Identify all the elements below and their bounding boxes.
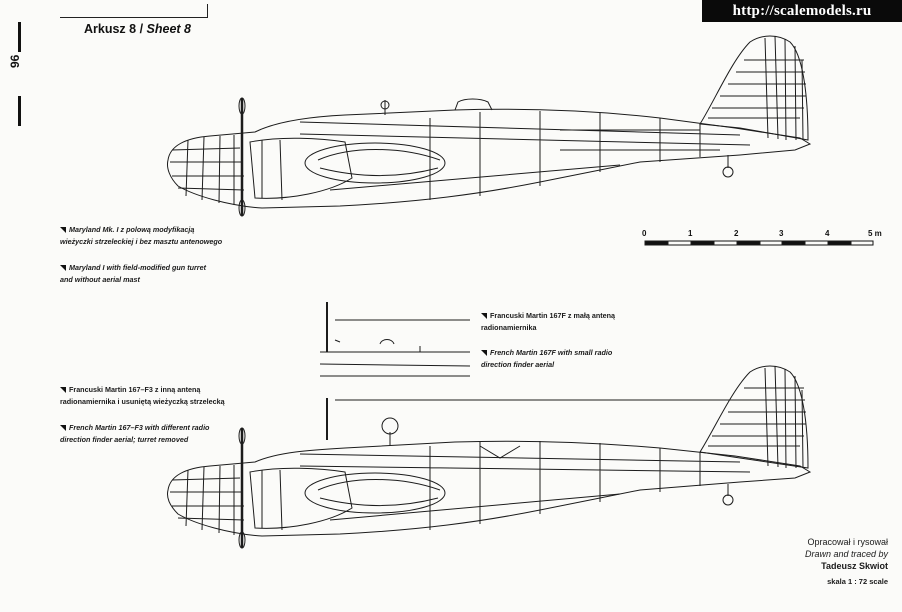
aircraft-bottom-martin	[167, 365, 812, 549]
caption-mid-pl: Francuski Martin 167F z małą anteną radi…	[481, 311, 616, 332]
header-rule	[60, 17, 208, 18]
triangle-marker-icon	[481, 350, 487, 356]
title-polish: Arkusz 8 /	[84, 22, 144, 36]
page-title: Arkusz 8 / Sheet 8	[84, 22, 191, 36]
triangle-marker-icon	[60, 387, 66, 393]
triangle-marker-icon	[481, 313, 487, 319]
antenna-detail	[319, 302, 471, 377]
scale-tick-3: 3	[779, 229, 784, 238]
caption-top-pl: Maryland Mk. I z polową modyfikacją wież…	[60, 225, 223, 246]
scale-tick-5: 5 m	[868, 229, 882, 238]
triangle-marker-icon	[60, 227, 66, 233]
aircraft-top-maryland	[167, 35, 812, 217]
scale-tick-4: 4	[825, 229, 830, 238]
header-rule-tick	[207, 4, 208, 18]
credits-author: Tadeusz Skwiot	[821, 561, 888, 571]
caption-bottom-pl: Francuski Martin 167–F3 z inną anteną ra…	[60, 385, 225, 406]
credits-scale: skala 1 : 72 scale	[827, 577, 888, 586]
credits-line-english: Drawn and traced by	[804, 549, 888, 559]
scale-bar	[644, 240, 874, 246]
scale-tick-0: 0	[642, 229, 647, 238]
credits-line-polish: Opracował i rysował	[807, 537, 888, 547]
margin-bar-top	[18, 22, 21, 52]
scale-tick-1: 1	[688, 229, 693, 238]
title-english: Sheet 8	[146, 22, 192, 36]
watermark: http://scalemodels.ru	[702, 0, 902, 22]
scale-tick-2: 2	[734, 229, 739, 238]
caption-top-en: Maryland I with field-modified gun turre…	[60, 263, 206, 284]
credits-block: Opracował i rysował Drawn and traced by …	[805, 536, 888, 588]
caption-mid-en: French Martin 167F with small radio dire…	[481, 348, 613, 369]
triangle-marker-icon	[60, 265, 66, 271]
caption-bottom-en: French Martin 167–F3 with different radi…	[60, 423, 210, 444]
triangle-marker-icon	[60, 425, 66, 431]
margin-bar-bottom	[18, 96, 21, 126]
